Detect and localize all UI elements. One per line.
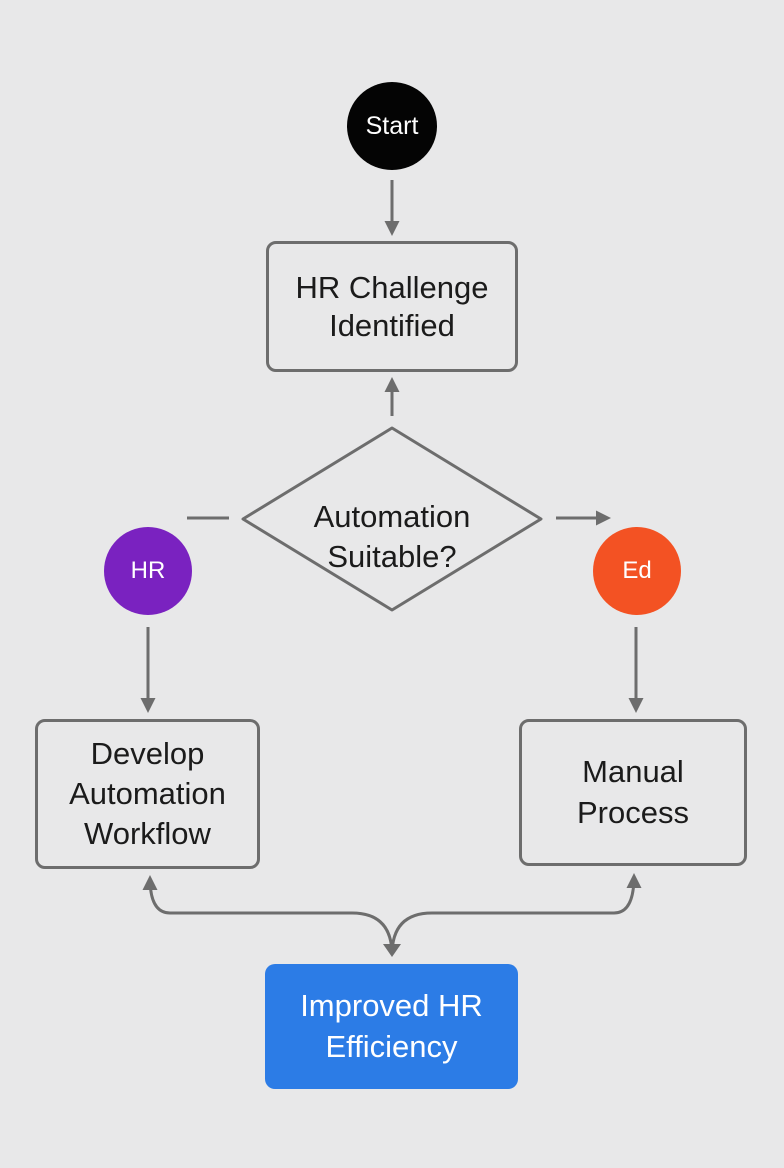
hr-challenge-label: HR Challenge Identified bbox=[295, 269, 489, 343]
arrow-merge-to-develop bbox=[142, 875, 394, 956]
arrow-merge-point bbox=[383, 944, 401, 957]
decision-diamond bbox=[241, 426, 543, 612]
arrow-merge-to-manual bbox=[390, 873, 642, 956]
ed-badge: Ed bbox=[593, 527, 681, 615]
hr-challenge-node: HR Challenge Identified bbox=[266, 241, 518, 372]
manual-process-node: Manual Process bbox=[519, 719, 747, 866]
decision-node: Automation Suitable? bbox=[262, 482, 522, 592]
ed-badge-label: Ed bbox=[622, 557, 652, 584]
manual-process-label: Manual Process bbox=[577, 754, 689, 830]
develop-automation-label: Develop Automation Workflow bbox=[69, 735, 226, 852]
hr-badge: HR bbox=[104, 527, 192, 615]
start-label: Start bbox=[365, 111, 419, 140]
improved-efficiency-label: Improved HR Efficiency bbox=[300, 988, 483, 1064]
hr-badge-label: HR bbox=[130, 557, 166, 584]
decision-label: Automation Suitable? bbox=[313, 498, 471, 574]
start-node: Start bbox=[347, 82, 437, 170]
develop-automation-node: Develop Automation Workflow bbox=[35, 719, 260, 869]
improved-efficiency-node: Improved HR Efficiency bbox=[265, 964, 518, 1089]
